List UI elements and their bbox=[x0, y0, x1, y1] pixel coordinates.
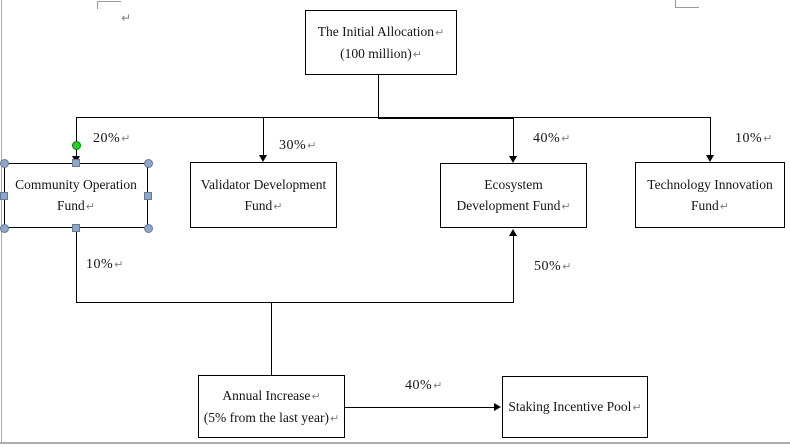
line-break-mark: ↵ bbox=[121, 132, 131, 145]
label-percent-annual-to-ecosystem[interactable]: 50%↵ bbox=[534, 259, 572, 274]
rotate-handle[interactable] bbox=[71, 140, 81, 150]
connector-initial-drop[interactable] bbox=[378, 75, 379, 118]
resize-handle-mid-right[interactable] bbox=[144, 191, 152, 200]
node-text-line: Community Operation bbox=[15, 177, 137, 192]
label-percent-annual-to-staking[interactable]: 40%↵ bbox=[405, 378, 443, 393]
label-percent-annual-to-community[interactable]: 10%↵ bbox=[86, 257, 124, 272]
label-percent-to-validator[interactable]: 30%↵ bbox=[279, 138, 317, 153]
page-left-boundary-line bbox=[1, 0, 2, 443]
arrowhead-to-staking bbox=[494, 403, 501, 411]
margin-corner-mark-right bbox=[675, 0, 699, 8]
connector-up-to-ecosystem[interactable] bbox=[513, 236, 514, 303]
connector-to-technology[interactable] bbox=[710, 118, 711, 155]
node-text-line: Validator Development bbox=[200, 176, 327, 192]
node-ecosystem-development-fund[interactable]: Ecosystem Development Fund↵ bbox=[440, 163, 587, 228]
label-percent-to-community[interactable]: 20%↵ bbox=[93, 131, 131, 146]
node-text-line: Staking Incentive Pool↵ bbox=[508, 399, 642, 414]
resize-handle-bottom-right[interactable] bbox=[143, 223, 153, 233]
arrowhead-up-to-ecosystem bbox=[509, 229, 517, 236]
connector-annual-up[interactable] bbox=[271, 302, 272, 376]
line-break-mark: ↵ bbox=[85, 200, 95, 213]
resize-handle-bottom-left[interactable] bbox=[0, 223, 9, 233]
resize-handle-top-center[interactable] bbox=[72, 159, 80, 167]
resize-handle-bottom-center[interactable] bbox=[72, 224, 80, 232]
resize-handle-mid-left[interactable] bbox=[0, 191, 8, 200]
connector-top-horizontal[interactable] bbox=[76, 117, 711, 118]
paragraph-break-mark: ↵ bbox=[121, 11, 132, 25]
line-break-mark: ↵ bbox=[433, 379, 443, 392]
connector-to-ecosystem[interactable] bbox=[513, 118, 514, 156]
node-annual-increase[interactable]: Annual Increase↵ (5% from the last year)… bbox=[198, 375, 345, 438]
node-text-line: Annual Increase↵ bbox=[222, 387, 321, 403]
connector-to-community[interactable] bbox=[76, 118, 77, 157]
line-break-mark: ↵ bbox=[273, 199, 283, 213]
margin-corner-mark-left bbox=[97, 1, 121, 9]
node-text-line: (5% from the last year)↵ bbox=[203, 409, 340, 425]
line-break-mark: ↵ bbox=[311, 389, 321, 403]
resize-handle-top-left[interactable] bbox=[0, 158, 9, 168]
line-break-mark: ↵ bbox=[329, 411, 340, 425]
line-break-mark: ↵ bbox=[307, 139, 317, 152]
page-bottom-boundary-line bbox=[0, 442, 790, 444]
line-break-mark: ↵ bbox=[435, 25, 445, 39]
node-community-operation-fund[interactable]: Community Operation Fund↵ bbox=[4, 163, 148, 228]
line-break-mark: ↵ bbox=[412, 47, 422, 61]
node-initial-allocation[interactable]: The Initial Allocation↵ (100 million)↵ bbox=[305, 10, 457, 75]
node-text-line: Development Fund↵ bbox=[456, 198, 571, 213]
node-text-line: Fund↵ bbox=[57, 198, 95, 213]
node-text-line: The Initial Allocation↵ bbox=[317, 23, 445, 39]
node-validator-development-fund[interactable]: Validator Development Fund↵ bbox=[190, 162, 337, 228]
line-break-mark: ↵ bbox=[763, 132, 773, 145]
resize-handle-top-right[interactable] bbox=[143, 158, 153, 168]
line-break-mark: ↵ bbox=[561, 132, 571, 145]
node-text-line: (100 million)↵ bbox=[340, 45, 422, 61]
line-break-mark: ↵ bbox=[562, 260, 572, 273]
line-break-mark: ↵ bbox=[719, 199, 729, 213]
node-text-line: Ecosystem bbox=[484, 177, 543, 192]
node-text-line: Fund↵ bbox=[691, 197, 729, 213]
arrowhead-to-technology bbox=[706, 155, 714, 162]
label-percent-to-technology[interactable]: 10%↵ bbox=[735, 131, 773, 146]
connector-to-validator[interactable] bbox=[263, 118, 264, 155]
label-percent-to-ecosystem[interactable]: 40%↵ bbox=[533, 131, 571, 146]
connector-community-down[interactable] bbox=[76, 228, 77, 303]
node-text-line: Technology Innovation bbox=[647, 176, 773, 192]
arrowhead-to-ecosystem bbox=[509, 156, 517, 163]
line-break-mark: ↵ bbox=[561, 200, 571, 213]
connector-annual-to-staking[interactable] bbox=[345, 407, 494, 408]
connector-mid-horizontal[interactable] bbox=[76, 302, 514, 303]
node-technology-innovation-fund[interactable]: Technology Innovation Fund↵ bbox=[635, 162, 785, 228]
line-break-mark: ↵ bbox=[114, 258, 124, 271]
arrowhead-to-validator bbox=[259, 155, 267, 162]
node-text-line: Fund↵ bbox=[244, 197, 283, 213]
connector-top-horizontal-overlap bbox=[378, 118, 514, 119]
line-break-mark: ↵ bbox=[632, 401, 642, 414]
node-staking-incentive-pool[interactable]: Staking Incentive Pool↵ bbox=[502, 376, 648, 438]
